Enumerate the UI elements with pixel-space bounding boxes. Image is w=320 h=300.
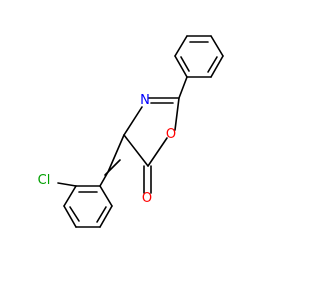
bond [99,205,113,228]
bond [69,206,80,222]
bond [63,205,77,228]
benzylidene-linker [99,134,125,187]
bond [123,134,149,167]
bond [210,55,224,78]
bond [57,182,77,187]
bond [174,97,180,131]
bond [180,56,190,72]
bond [63,185,77,207]
bond [174,55,188,78]
ring-oxygen-atom-label: O [166,127,176,142]
nitrogen-atom-label: N [140,93,150,108]
carbonyl-oxygen-atom-label: O [142,191,152,206]
bond [147,137,168,167]
bond [123,106,143,136]
chlorine-atom-label: Cl [38,173,51,188]
bond [210,35,224,57]
bond [174,35,188,57]
oxazolone-ring [123,76,188,194]
phenyl-ring [174,35,224,78]
bond [99,171,109,187]
bond [178,76,188,99]
bond [99,185,113,207]
molecule-structure-diagram: N O O Cl [38,35,224,228]
chlorophenyl-ring [57,182,113,228]
bond [207,56,218,73]
bond [107,134,125,173]
bond [96,206,107,223]
